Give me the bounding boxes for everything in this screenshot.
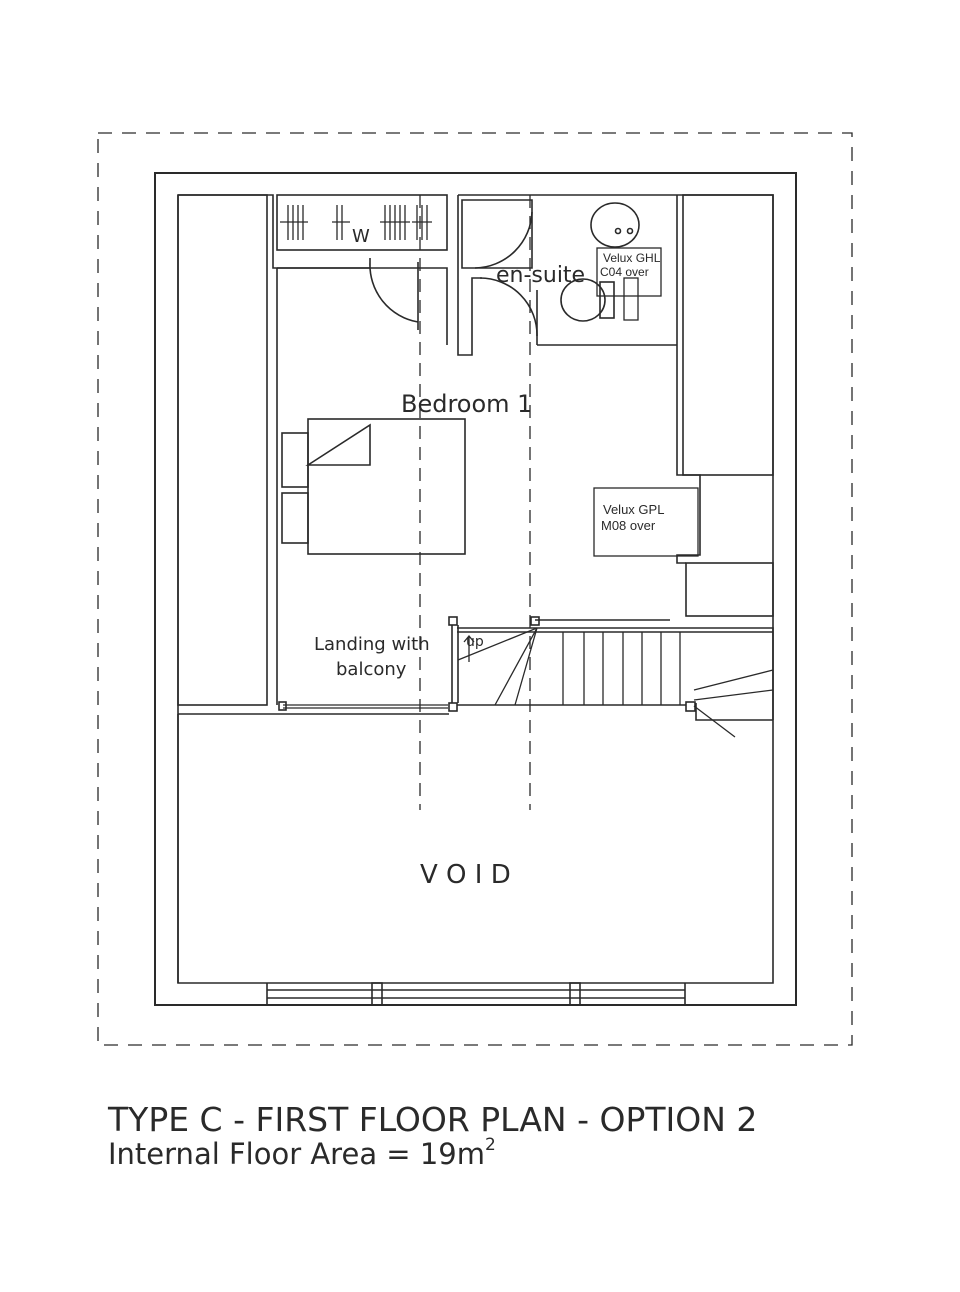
balcony-post-stair — [448, 616, 458, 626]
floor-area-text: Internal Floor Area = 19m — [108, 1137, 485, 1171]
velux-ghl-window — [596, 247, 662, 297]
balcony-post-stair-low — [448, 702, 458, 712]
bedroom-door — [369, 258, 419, 330]
landing-label-line1: Landing with — [314, 634, 430, 655]
balcony-post-left — [278, 701, 287, 711]
wardrobe-label: W — [352, 226, 370, 247]
stair-handrail — [451, 625, 459, 703]
right-eaves-storage — [682, 194, 774, 476]
drawing-title-block: TYPE C - FIRST FLOOR PLAN - OPTION 2 Int… — [108, 1100, 757, 1171]
shower-screen — [474, 211, 533, 269]
right-storage-cupboard — [685, 562, 774, 617]
floor-area: Internal Floor Area = 19m2 — [108, 1135, 757, 1171]
bed — [307, 418, 466, 555]
stair-outline — [457, 619, 774, 721]
window-mullion-left — [371, 982, 383, 1006]
bedside-table-top — [281, 432, 309, 488]
basin-waste — [626, 227, 634, 235]
void-label: V O I D — [420, 860, 511, 890]
drawing-title: TYPE C - FIRST FLOOR PLAN - OPTION 2 — [108, 1100, 758, 1139]
wardrobe — [276, 194, 448, 251]
wardrobe-hangers — [280, 205, 432, 240]
bed-cover-fold — [305, 423, 371, 466]
site-boundary — [97, 132, 853, 1046]
bedroom-walls — [276, 267, 701, 705]
bedside-table-bottom — [281, 492, 309, 544]
landing-label-line2: balcony — [336, 659, 407, 680]
basin-tap — [614, 227, 622, 235]
window-mullion-right — [569, 982, 581, 1006]
velux-ghl-code: C04 over — [600, 265, 649, 279]
velux-gpl-window — [593, 487, 699, 557]
basin — [590, 202, 640, 248]
velux-ghl-label: Velux GHL — [603, 251, 661, 265]
rear-window — [266, 983, 686, 1005]
velux-gpl-label: Velux GPL — [603, 502, 664, 517]
velux-ghl-handle — [623, 277, 639, 321]
left-eaves-storage — [177, 194, 268, 706]
stair-post-top — [530, 616, 540, 626]
shower-tray — [461, 199, 533, 269]
stair-treads — [457, 627, 774, 738]
outer-wall — [154, 172, 797, 1006]
ensuite-door — [479, 277, 538, 337]
bedroom-label: Bedroom 1 — [401, 390, 532, 418]
void-boundary — [177, 713, 449, 983]
balcony-rail — [283, 704, 448, 709]
toilet-bowl — [560, 278, 606, 322]
velux-gpl-code: M08 over — [601, 518, 656, 533]
ensuite-label: en-suite — [496, 263, 585, 288]
toilet-cistern — [599, 281, 615, 319]
stair-up-label: up — [466, 634, 484, 650]
floor-area-unit-power: 2 — [484, 1135, 496, 1155]
